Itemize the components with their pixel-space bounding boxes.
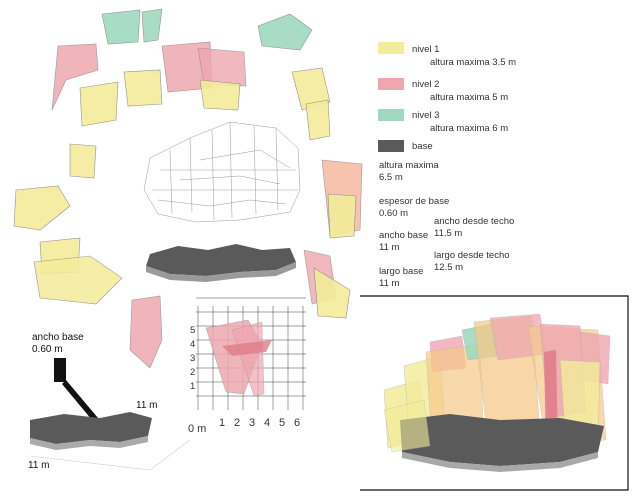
assembled-model <box>360 295 629 491</box>
panel-yellow-left-1 <box>79 81 119 127</box>
panel-yellow-left-2 <box>123 69 163 107</box>
elevation-grid <box>196 297 306 410</box>
panel-red-top-b <box>197 47 247 87</box>
legend-swatch-base <box>378 140 404 152</box>
x-tick-2: 2 <box>234 417 241 429</box>
grid-panel-red-c <box>222 340 272 356</box>
base-dim-right: 11 m <box>136 400 158 411</box>
wireframe-model <box>143 121 301 223</box>
spec-altura-value: 6.5 m <box>379 172 403 183</box>
y-tick-5: 5 <box>190 325 196 336</box>
panel-green-top-left <box>101 9 141 45</box>
exploded-panels <box>13 8 363 369</box>
panel-yellow-left-6 <box>33 255 123 305</box>
base-detail-value: 0.60 m <box>32 344 63 355</box>
legend-swatch-nivel-1 <box>378 42 404 54</box>
y-tick-2: 2 <box>190 367 196 378</box>
legend-label-base: base <box>412 141 433 152</box>
legend-height-nivel-3: altura maxima 6 m <box>430 123 509 134</box>
legend-label-nivel-2: nivel 2 <box>412 79 440 90</box>
panel-red-bottom-left <box>129 295 163 369</box>
y-tick-3: 3 <box>190 353 196 364</box>
base-dim-left: 11 m <box>28 460 50 471</box>
legend-swatch-nivel-3 <box>378 109 404 121</box>
y-tick-4: 4 <box>190 339 196 350</box>
y-tick-1: 1 <box>190 381 196 392</box>
panel-yellow-right-1 <box>291 67 331 111</box>
panel-yellow-right-3 <box>327 193 357 239</box>
panel-yellow-left-3 <box>69 143 97 179</box>
x-tick-6: 6 <box>294 417 301 429</box>
x-tick-5: 5 <box>279 417 286 429</box>
spec-ancho-base-value: 11 m <box>379 242 400 253</box>
panel-yellow-right-2 <box>305 99 331 141</box>
spec-largo-techo-value: 12.5 m <box>434 262 464 273</box>
x-tick-4: 4 <box>264 417 271 429</box>
spec-espesor-label: espesor de base <box>379 196 450 207</box>
pointer-arrow <box>62 380 98 420</box>
legend-height-nivel-1: altura maxima 3.5 m <box>430 57 517 68</box>
legend-height-nivel-2: altura maxima 5 m <box>430 92 509 103</box>
spec-ancho-techo-value: 11.5 m <box>434 228 463 239</box>
spec-largo-techo-label: largo desde techo <box>434 250 510 261</box>
spec-altura-label: altura maxima <box>379 160 439 171</box>
spec-espesor-value: 0.60 m <box>379 208 409 219</box>
panel-yellow-right-4 <box>313 267 351 319</box>
x-tick-3: 3 <box>249 417 256 429</box>
x-tick-0: 0 m <box>188 423 207 435</box>
legend-label-nivel-3: nivel 3 <box>412 110 440 121</box>
base-detail-label: ancho base <box>32 332 84 343</box>
spec-largo-base-label: largo base <box>379 266 424 277</box>
panel-green-top-right <box>257 13 313 51</box>
panel-yellow-top <box>199 79 241 111</box>
panel-green-top-left-b <box>141 8 163 43</box>
panel-red-left <box>51 43 99 111</box>
x-tick-1: 1 <box>219 417 226 429</box>
spec-largo-base-value: 11 m <box>379 278 400 289</box>
frame-border <box>360 295 629 491</box>
spec-ancho-base-label: ancho base <box>379 230 429 241</box>
legend-swatch-nivel-2 <box>378 78 404 90</box>
panel-yellow-left-4 <box>13 185 71 231</box>
legend-label-nivel-1: nivel 1 <box>412 44 440 55</box>
central-base-slab <box>146 244 296 282</box>
base-section-block <box>54 358 66 382</box>
spec-ancho-techo-label: ancho desde techo <box>434 216 515 227</box>
base-detail-drawing <box>29 358 191 471</box>
grid-panel-red-b <box>231 321 265 397</box>
